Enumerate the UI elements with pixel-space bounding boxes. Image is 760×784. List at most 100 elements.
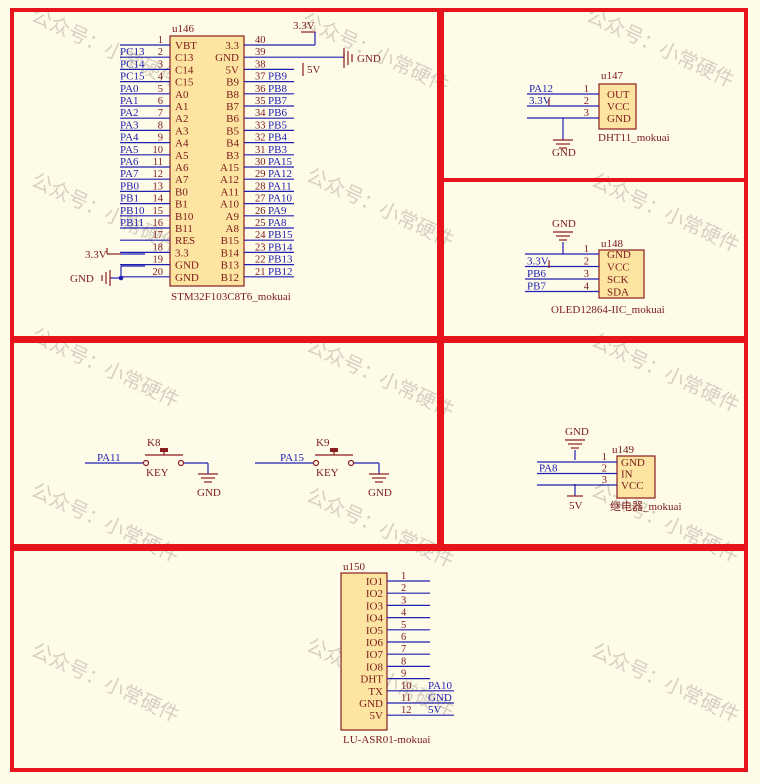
mcu-pin-name: B11 [175,223,193,235]
mcu-pin-number: 7 [158,108,163,119]
asr-module-u150[interactable]: u150 1IO12IO23IO34IO45IO56IO67IO78IO89DH… [340,561,454,746]
asr-part-label: LU-ASR01-mokuai [343,734,430,746]
mcu-pin-name: A11 [220,186,239,198]
relay-part-label: 继电器_mokuai [610,500,682,513]
asr-pin-number: 1 [401,571,406,582]
dht11-body[interactable] [598,83,637,130]
mcu-pin-number: 4 [158,72,164,83]
mcu-pin-name: B0 [175,186,188,198]
mcu-pin-number: 12 [153,169,164,180]
asr-pin-number: 9 [401,669,406,680]
mcu-pin-right[interactable]: 403.3 [225,35,294,52]
mcu-pin-name: A12 [220,174,239,186]
mcu-body[interactable] [169,35,245,287]
mcu-net-label: PA12 [268,168,292,180]
key-switch-k8[interactable]: K8 PA11 KEY GND [85,437,221,499]
watermark-text: 公众号：小常硬件 [28,478,183,567]
oled-body[interactable] [598,249,645,299]
mcu-pin-name: B5 [226,125,239,137]
mcu-pin-number: 9 [158,133,163,144]
key-switch-k9[interactable]: K9 PA15 KEY GND [255,437,392,499]
mcu-pin-number: 16 [153,218,164,229]
mcu-pin-name: A10 [220,199,239,211]
mcu-pin-number: 31 [255,145,266,156]
asr-pin-number: 8 [401,656,406,667]
mcu-net-label: PB12 [268,266,292,278]
mcu-pin-number: 34 [255,108,266,119]
asr-body[interactable] [340,572,388,731]
mcu-pin-number: 10 [153,145,164,156]
relay-body[interactable] [616,455,656,499]
mcu-pin-number: 24 [255,230,266,241]
relay-pin-name: GND [621,457,645,469]
mcu-net-label: PC14 [120,58,145,70]
mcu-net-label: PB9 [268,71,287,83]
k9-net-label: PA15 [280,452,305,464]
